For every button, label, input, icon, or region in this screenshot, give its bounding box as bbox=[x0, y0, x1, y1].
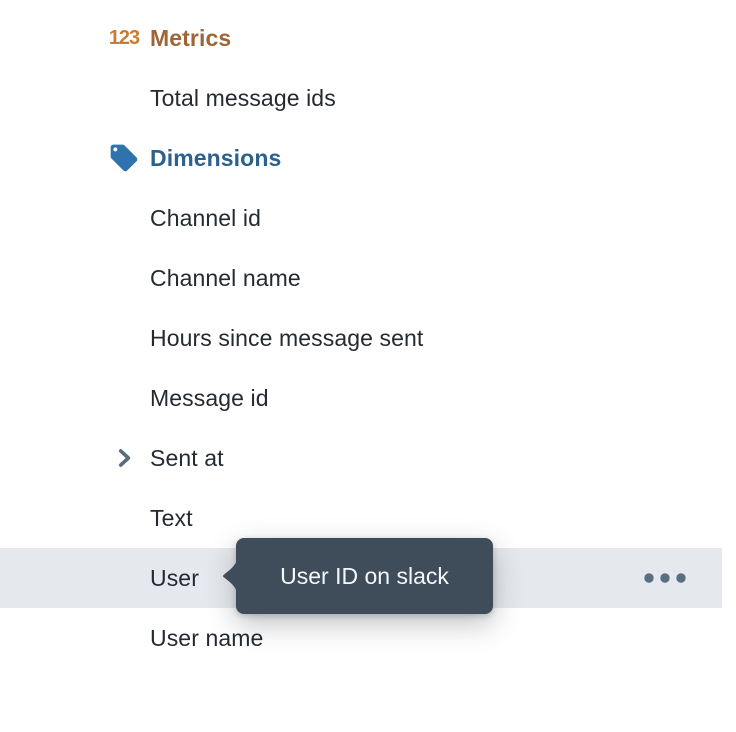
numeric-123-icon: 123 bbox=[108, 27, 140, 49]
field-row-message-id[interactable]: Message id bbox=[0, 368, 722, 428]
field-label: User bbox=[150, 564, 199, 591]
tooltip-text: User ID on slack bbox=[280, 562, 449, 589]
field-label: Total message ids bbox=[150, 84, 336, 111]
tag-icon bbox=[110, 144, 138, 172]
field-row-text[interactable]: Text bbox=[0, 488, 722, 548]
dimensions-section-header: Dimensions bbox=[0, 128, 722, 188]
more-options-button[interactable] bbox=[638, 568, 692, 588]
chevron-right-icon[interactable] bbox=[111, 445, 137, 471]
field-row-user-name[interactable]: User name bbox=[0, 608, 722, 668]
field-row-sent-at[interactable]: Sent at bbox=[0, 428, 722, 488]
field-label: Text bbox=[150, 504, 193, 531]
field-label: Channel id bbox=[150, 204, 261, 231]
field-label: Hours since message sent bbox=[150, 324, 424, 351]
field-label: Sent at bbox=[150, 444, 224, 471]
field-label: Channel name bbox=[150, 264, 301, 291]
field-label: User name bbox=[150, 624, 264, 651]
field-row-user[interactable]: User User ID on slack bbox=[0, 538, 722, 614]
metrics-section-header: 123 Metrics bbox=[0, 8, 722, 68]
dimensions-header-label: Dimensions bbox=[150, 144, 282, 171]
field-row-channel-id[interactable]: Channel id bbox=[0, 188, 722, 248]
field-row-total-message-ids[interactable]: Total message ids bbox=[0, 68, 722, 128]
three-dots-icon bbox=[644, 573, 686, 583]
tooltip: User ID on slack bbox=[223, 538, 493, 614]
field-label: Message id bbox=[150, 384, 269, 411]
field-row-channel-name[interactable]: Channel name bbox=[0, 248, 722, 308]
field-row-hours-since-message-sent[interactable]: Hours since message sent bbox=[0, 308, 722, 368]
tooltip-arrow bbox=[223, 559, 238, 593]
metrics-header-label: Metrics bbox=[150, 24, 232, 51]
